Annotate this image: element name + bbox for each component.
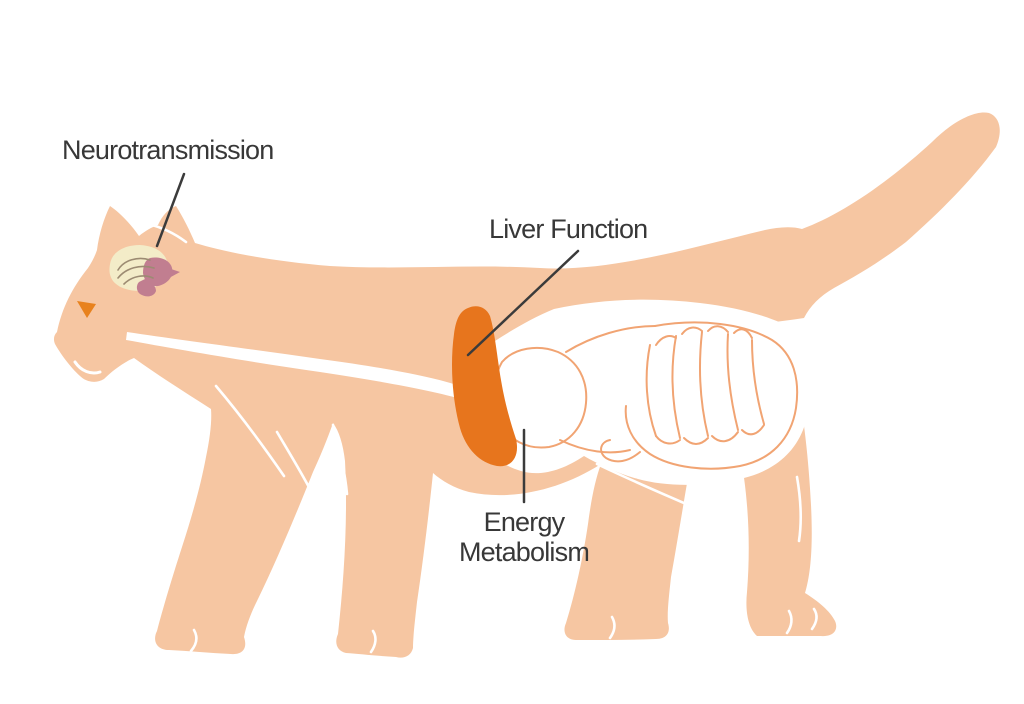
label-neurotransmission: Neurotransmission xyxy=(62,135,274,165)
intestine-loop-bottom-3 xyxy=(711,431,739,443)
intestine-loop-bottom-4 xyxy=(741,424,765,436)
brainstem-tail xyxy=(168,268,180,278)
intestine-fold-4 xyxy=(726,333,739,431)
esophagus-band xyxy=(126,332,467,400)
intestine-loop-top-3 xyxy=(707,325,729,333)
paw-crease-hind-near xyxy=(608,615,616,640)
brain-group xyxy=(109,245,180,297)
liver-shape xyxy=(452,306,518,467)
intestine-fold-5 xyxy=(751,339,765,425)
leader-lines xyxy=(155,172,580,504)
brain-fold-lines xyxy=(117,257,155,285)
intestine-fold-1 xyxy=(645,344,657,437)
duodenum-bottom xyxy=(559,439,631,454)
shoulder-crease xyxy=(214,384,286,478)
label-liver-function: Liver Function xyxy=(489,214,648,244)
paw-crease-hind-far-2 xyxy=(810,607,818,631)
intestine-fold-3 xyxy=(699,331,709,437)
intestine-loop-top-4 xyxy=(733,328,753,339)
eye-shape xyxy=(77,301,96,318)
paw-crease-front-1 xyxy=(189,628,198,653)
label-energy-metabolism: Energy Metabolism xyxy=(458,507,590,567)
intestine-loop-bottom-2 xyxy=(683,437,709,445)
mouth-line xyxy=(73,360,102,375)
fur-crease-lines xyxy=(73,222,818,654)
leader-neurotransmission xyxy=(155,172,186,248)
brainstem-shape xyxy=(136,279,156,297)
paw-crease-front-2 xyxy=(369,629,377,654)
intestine-fold-2 xyxy=(671,335,681,439)
intestine-loop-top-2 xyxy=(681,326,703,335)
far-hind-leg-crease xyxy=(795,475,803,543)
intestine-loop-bottom-1 xyxy=(655,435,681,445)
cecum-squiggle xyxy=(600,439,641,463)
duodenum-top xyxy=(565,325,656,353)
front-leg-crease-1 xyxy=(275,430,313,493)
front-leg-crease-2 xyxy=(331,423,349,496)
cerebellum-shape xyxy=(143,257,173,287)
paw-crease-hind-far-1 xyxy=(785,609,793,635)
ear-inner-line xyxy=(146,222,188,244)
digestive-area-background xyxy=(470,299,809,485)
hind-leg-crease xyxy=(595,462,695,509)
leader-liver-function xyxy=(466,249,580,357)
intestine-coil-outline xyxy=(624,321,799,470)
intestine-loop-top-1 xyxy=(655,335,677,346)
